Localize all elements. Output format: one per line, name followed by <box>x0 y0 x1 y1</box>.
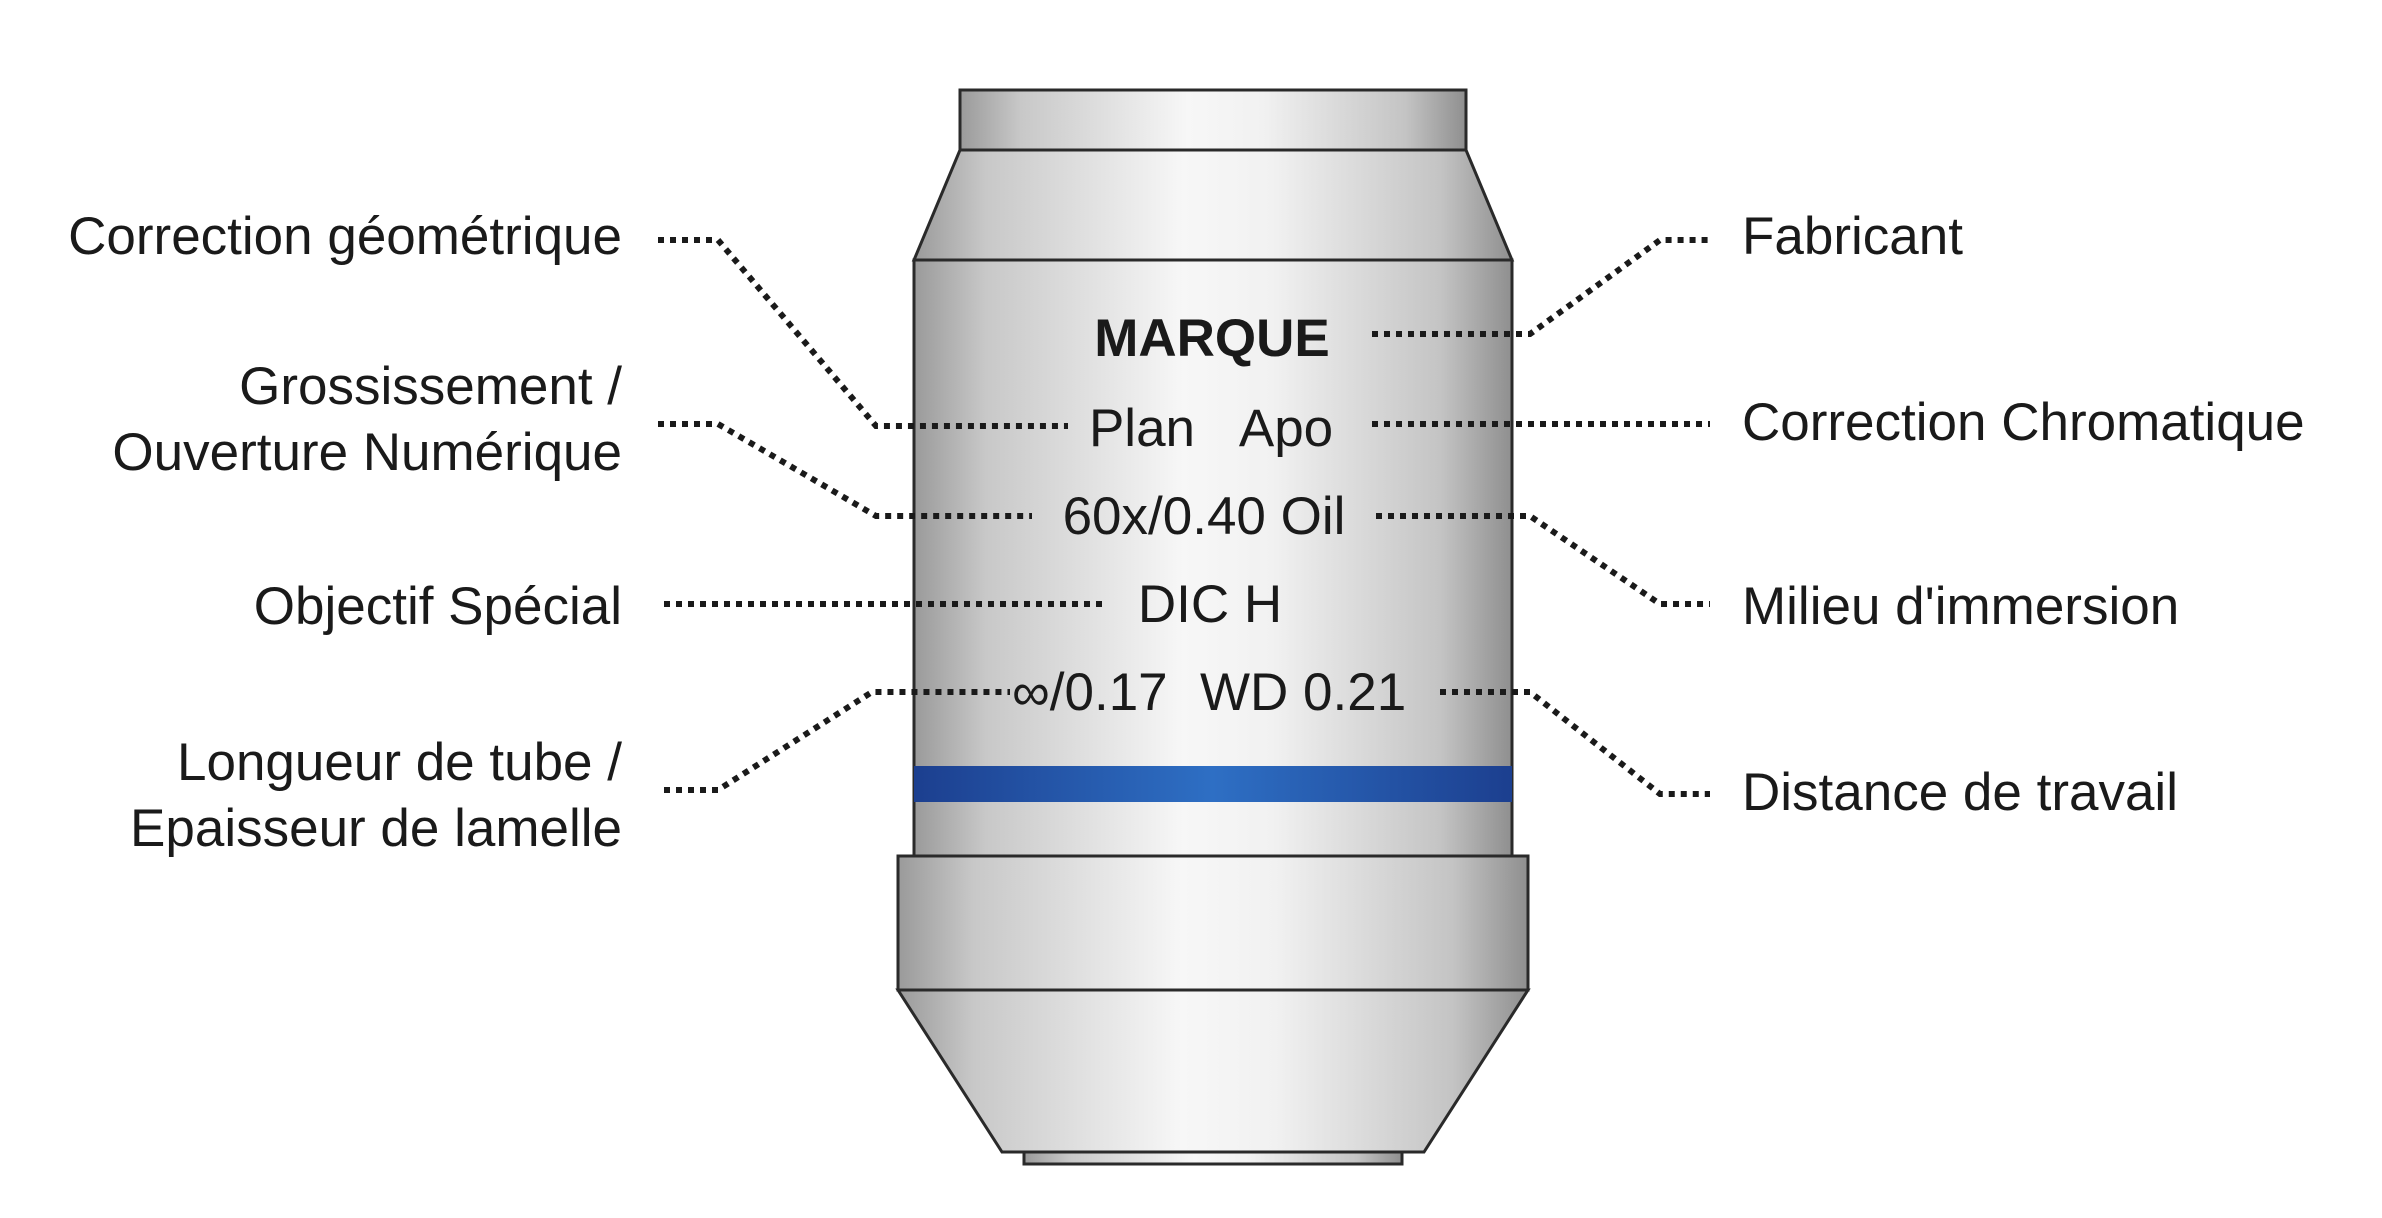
label-geometric-correction: Correction géométrique <box>68 207 622 266</box>
label-special-objective: Objectif Spécial <box>254 577 622 636</box>
leader-geometric-correction <box>658 237 1068 429</box>
engraving-tube-coverslip: ∞/0.17 <box>1012 663 1168 722</box>
engraving: MARQUE Plan Apo 60x/0.40 Oil DIC H ∞/0.1… <box>1012 309 1406 722</box>
label-tube-line1: Longueur de tube / <box>177 733 622 792</box>
lower-collar <box>896 854 1530 992</box>
top-cap <box>958 88 1468 152</box>
engraving-brand: MARQUE <box>1094 309 1330 368</box>
labels-right: Fabricant Correction Chromatique Milieu … <box>1742 207 2305 822</box>
label-tube-line2: Epaisseur de lamelle <box>130 799 622 858</box>
top-taper <box>911 148 1515 262</box>
leader-working-distance <box>1440 689 1710 797</box>
front-taper <box>895 988 1531 1154</box>
label-magnification-line2: Ouverture Numérique <box>112 423 622 482</box>
leader-tube-coverslip <box>664 689 1010 793</box>
leader-immersion <box>1376 513 1710 607</box>
label-chromatic-correction: Correction Chromatique <box>1742 393 2305 452</box>
engraving-working-distance: WD 0.21 <box>1200 663 1406 722</box>
engraving-magnification-na: 60x/0.40 Oil <box>1063 487 1346 546</box>
engraving-apo: Apo <box>1239 399 1333 458</box>
color-band <box>914 766 1512 802</box>
label-manufacturer: Fabricant <box>1742 207 1963 266</box>
engraving-special: DIC H <box>1138 575 1282 634</box>
engraving-plan: Plan <box>1089 399 1195 458</box>
labels-left: Correction géométrique Grossissement / O… <box>68 207 622 858</box>
label-working-distance: Distance de travail <box>1742 763 2178 822</box>
label-immersion-medium: Milieu d'immersion <box>1742 577 2179 636</box>
leader-lines <box>658 237 1710 797</box>
objective-body <box>895 88 1531 1166</box>
label-magnification-line1: Grossissement / <box>239 357 622 416</box>
leader-magnification <box>658 421 1032 519</box>
front-lens-rim <box>1022 1150 1404 1166</box>
